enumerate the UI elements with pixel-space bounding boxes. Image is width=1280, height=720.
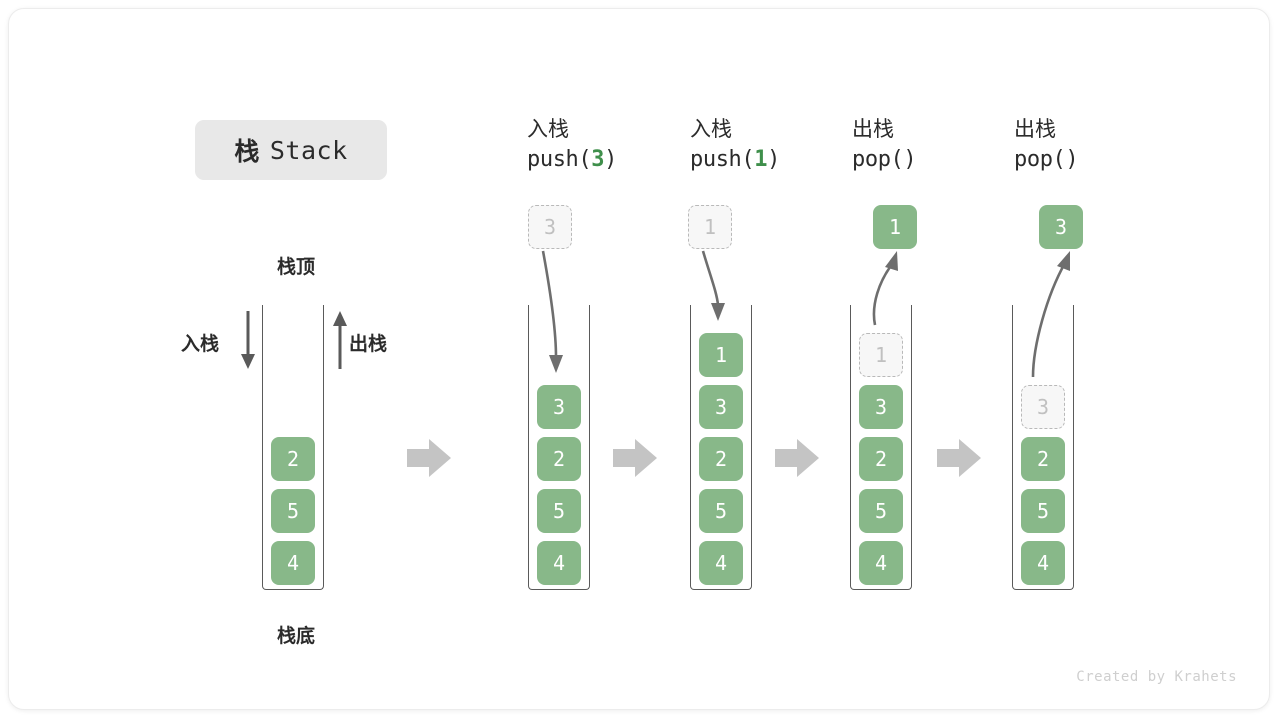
stack-cell: 4: [537, 541, 581, 585]
diagram-title: 栈 Stack: [195, 120, 387, 180]
stack-cell: 5: [859, 489, 903, 533]
flow-arrow-2: [613, 439, 657, 477]
step-header-cn: 入栈: [690, 117, 732, 141]
stack-cell: 5: [271, 489, 315, 533]
pop-curve-arrow-3-icon: [1031, 251, 1070, 378]
stack-cell: 4: [699, 541, 743, 585]
float-box-pop-1: 1: [873, 205, 917, 249]
stack-cell-ghost: 3: [1021, 385, 1065, 429]
stack-cell: 3: [699, 385, 743, 429]
pop-direction-arrow-icon: [333, 311, 347, 369]
step-header-cn: 出栈: [1014, 117, 1056, 141]
step-header-code: push(1): [690, 144, 860, 176]
stack-bottom-label: 栈底: [276, 625, 315, 647]
stack-container-push-3: 3 2 5 4: [528, 305, 590, 590]
diagram-title-cn: 栈: [234, 137, 260, 166]
code-prefix: push(: [690, 147, 755, 173]
stack-top-label: 栈顶: [276, 256, 315, 278]
diagram-title-en: Stack: [269, 135, 348, 165]
stack-cell: 5: [1021, 489, 1065, 533]
step-header-code: push(3): [527, 144, 697, 176]
stack-cell: 1: [699, 333, 743, 377]
stack-cell: 4: [859, 541, 903, 585]
footer-credit: Created by Krahets: [1076, 669, 1237, 685]
float-box-push-3: 3: [528, 205, 572, 249]
step-header-code: pop(): [1014, 144, 1184, 176]
pop-direction-label: 出栈: [349, 333, 388, 355]
step-header-push-1: 入栈 push(1): [690, 114, 860, 176]
stack-container-pop-1: 1 3 2 5 4: [850, 305, 912, 590]
float-box-push-1: 1: [688, 205, 732, 249]
code-suffix: ): [1065, 147, 1079, 173]
stack-container-base: 2 5 4: [262, 305, 324, 590]
step-header-code: pop(): [852, 144, 1022, 176]
stack-container-push-1: 1 3 2 5 4: [690, 305, 752, 590]
code-suffix: ): [604, 147, 617, 173]
stack-cell: 3: [859, 385, 903, 429]
stack-cell: 2: [859, 437, 903, 481]
push-direction-arrow-icon: [241, 311, 255, 369]
pop-curve-arrow-1-icon: [872, 251, 898, 326]
stack-container-pop-3: 3 2 5 4: [1012, 305, 1074, 590]
stack-cell: 2: [699, 437, 743, 481]
flow-arrow-1: [407, 439, 451, 477]
code-arg: 3: [591, 147, 605, 173]
stack-cell-ghost: 1: [859, 333, 903, 377]
flow-arrow-3: [775, 439, 819, 477]
step-header-pop-1: 出栈 pop(): [852, 114, 1022, 176]
code-suffix: ): [767, 147, 780, 173]
push-curve-arrow-3-icon: [541, 250, 563, 373]
stack-cell: 2: [271, 437, 315, 481]
code-prefix: pop(: [1014, 147, 1066, 173]
code-suffix: ): [903, 147, 917, 173]
step-header-cn: 入栈: [527, 117, 569, 141]
code-prefix: pop(: [852, 147, 904, 173]
step-header-push-3: 入栈 push(3): [527, 114, 697, 176]
stack-cell: 4: [1021, 541, 1065, 585]
code-arg: 1: [754, 147, 768, 173]
flow-arrow-4: [937, 439, 981, 477]
push-curve-arrow-1-icon: [701, 250, 725, 321]
step-header-pop-3: 出栈 pop(): [1014, 114, 1184, 176]
stack-cell: 3: [537, 385, 581, 429]
stack-cell: 5: [699, 489, 743, 533]
stack-cell: 4: [271, 541, 315, 585]
float-box-pop-3: 3: [1039, 205, 1083, 249]
stack-cell: 2: [537, 437, 581, 481]
code-prefix: push(: [527, 147, 592, 173]
stack-cell: 2: [1021, 437, 1065, 481]
stack-cell: 5: [537, 489, 581, 533]
push-direction-label: 入栈: [181, 333, 220, 355]
step-header-cn: 出栈: [852, 117, 894, 141]
